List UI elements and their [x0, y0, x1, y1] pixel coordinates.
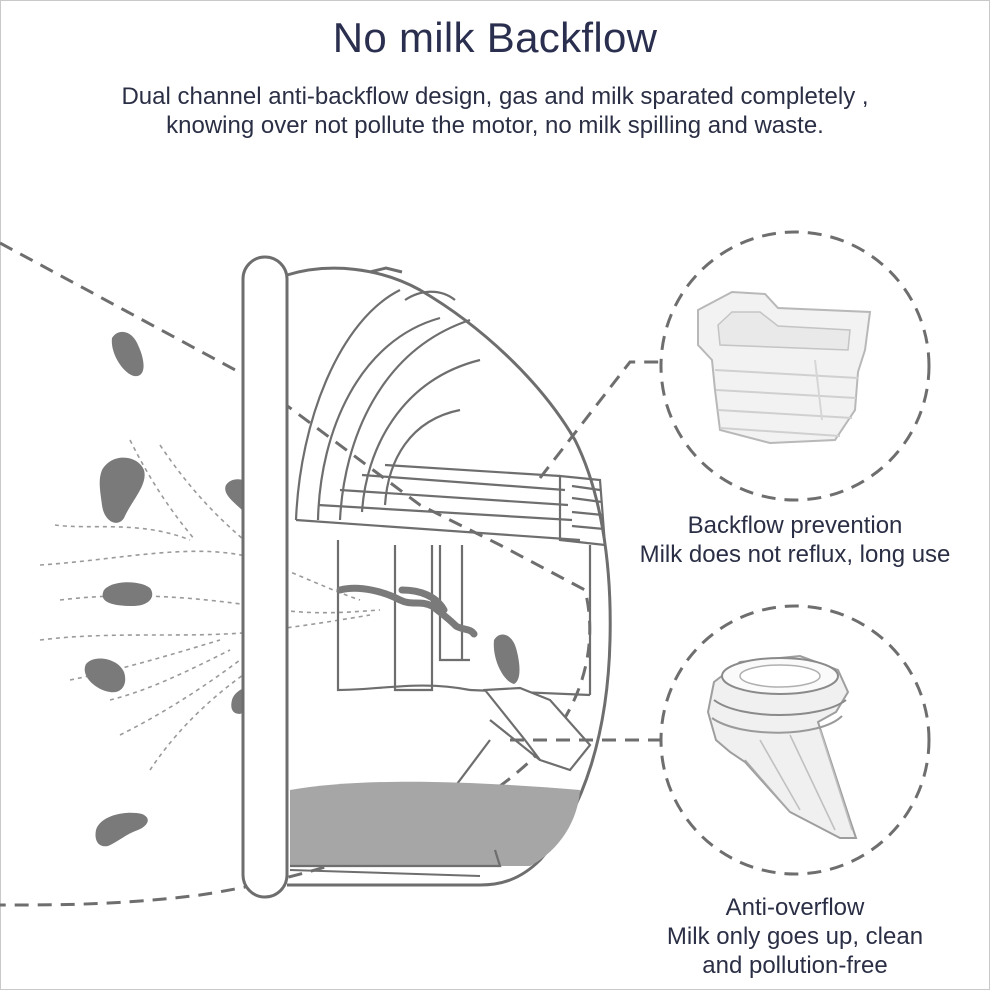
milk-ducts	[39, 439, 381, 771]
one-way-valve-icon	[706, 654, 858, 839]
pump-top-knob	[369, 266, 403, 274]
pump-flange	[241, 255, 289, 899]
pump-body	[286, 266, 612, 887]
subtitle-line-1: Dual channel anti-backflow design, gas a…	[121, 83, 869, 110]
duckbill-valve-icon	[697, 290, 872, 445]
motor-housing-lines	[294, 289, 607, 547]
callout-1-desc: Milk does not reflux, long use	[639, 541, 951, 568]
collected-milk	[290, 781, 580, 866]
valve-funnel	[482, 686, 592, 772]
milk-stream	[336, 584, 478, 638]
callout-anti-overflow: Anti-overflow Milk only goes up, clean a…	[600, 893, 990, 980]
callout-2-title: Anti-overflow	[725, 894, 865, 921]
subtitle-line-2: knowing over not pollute the motor, no m…	[166, 112, 824, 139]
page-title: No milk Backflow	[332, 14, 658, 61]
page-subtitle: Dual channel anti-backflow design, gas a…	[0, 82, 990, 140]
callout-connector-1	[538, 360, 662, 479]
callout-backflow-prevention: Backflow prevention Milk does not reflux…	[600, 511, 990, 569]
callout-1-title: Backflow prevention	[687, 512, 903, 539]
milk-channel	[336, 540, 592, 697]
callout-2-desc-line-1: Milk only goes up, clean	[666, 923, 924, 950]
callout-2-desc-line-2: and pollution-free	[702, 952, 888, 979]
